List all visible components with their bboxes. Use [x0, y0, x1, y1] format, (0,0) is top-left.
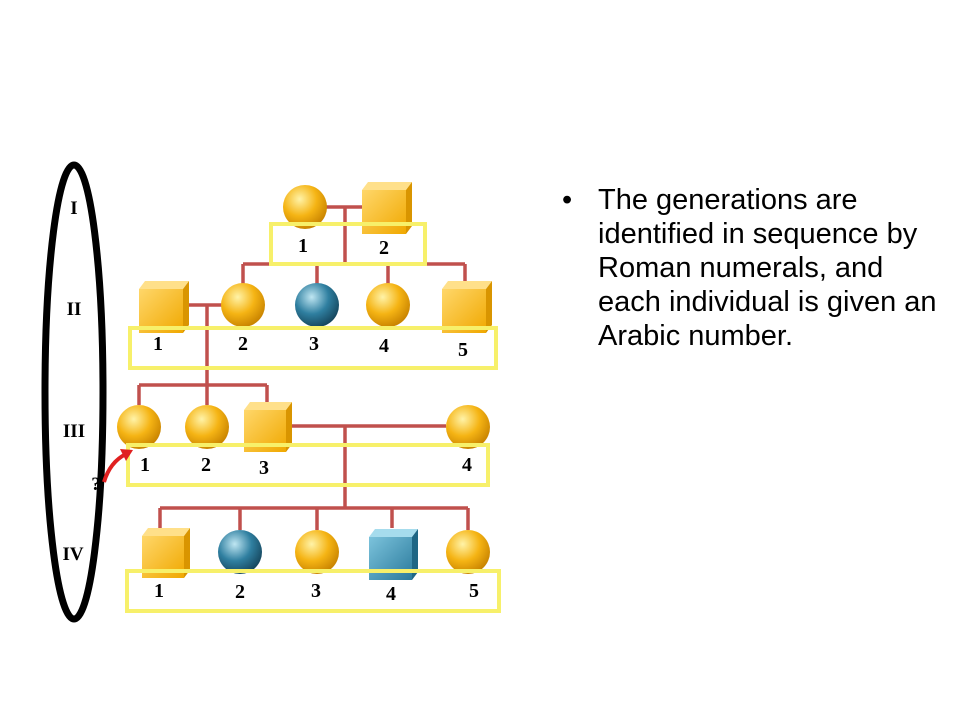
proband-arrow-icon: [102, 449, 133, 483]
gen-ii-female-2: [221, 283, 265, 327]
individual-number: 1: [298, 235, 308, 257]
individual-number: 4: [462, 454, 472, 476]
label-box-gen-ii: [128, 326, 498, 370]
label-box-gen-iv: [125, 569, 501, 613]
gen-i-female-1: [283, 185, 327, 229]
gen-iv-female-2-affected: [218, 530, 262, 574]
gen-i-male-2: [362, 182, 412, 234]
individual-number: 2: [238, 333, 248, 355]
gen-ii-male-1: [139, 281, 189, 333]
individual-number: 5: [458, 339, 468, 361]
gen-iii-female-1: [117, 405, 161, 449]
label-box-gen-iii: [126, 443, 490, 487]
individual-number: 5: [469, 580, 479, 602]
gen-iii-female-2: [185, 405, 229, 449]
individual-number: 1: [154, 580, 164, 602]
generation-oval: [41, 161, 107, 623]
individual-number: 3: [309, 333, 319, 355]
pedigree-lines: [137, 205, 470, 530]
individual-number: 1: [140, 454, 150, 476]
gen-iii-male-3: [244, 402, 292, 452]
individual-number: 4: [379, 335, 389, 357]
bullet-point: • The generations are identified in sequ…: [562, 183, 952, 353]
individual-number: 2: [379, 237, 389, 259]
gen-iii-female-4: [446, 405, 490, 449]
label-boxes: [125, 222, 501, 613]
generation-label-i: I: [70, 198, 77, 219]
generation-label-iv: IV: [62, 544, 83, 565]
gen-iv-male-1: [142, 528, 190, 578]
gen-iv-female-3: [295, 530, 339, 574]
generation-label-ii: II: [67, 299, 82, 320]
individual-number: 2: [235, 581, 245, 603]
individual-number: 2: [201, 454, 211, 476]
gen-ii-female-4: [366, 283, 410, 327]
bullet-text: The generations are identified in sequen…: [598, 184, 937, 352]
individual-number: 1: [153, 333, 163, 355]
gen-ii-female-3-affected: [295, 283, 339, 327]
bullet-dot-icon: •: [562, 184, 573, 216]
gen-ii-male-5: [442, 281, 492, 333]
individual-number: 3: [259, 457, 269, 479]
label-box-gen-i: [269, 222, 427, 266]
individual-number: 4: [386, 583, 396, 605]
generation-label-iii: III: [63, 421, 85, 442]
individual-number: 3: [311, 580, 321, 602]
question-mark: ?: [91, 474, 101, 495]
gen-iv-female-5: [446, 530, 490, 574]
